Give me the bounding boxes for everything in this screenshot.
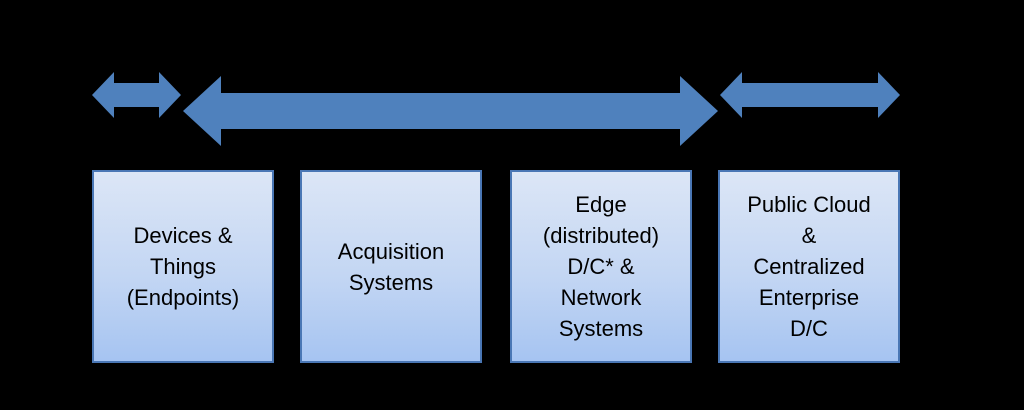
- box-public-cloud-enterprise-dc: Public Cloud & Centralized Enterprise D/…: [718, 170, 900, 363]
- long-double-arrow-icon: [183, 76, 718, 146]
- box-devices-things-label: Devices & Things (Endpoints): [126, 223, 240, 310]
- box-acquisition-systems: Acquisition Systems: [300, 170, 482, 363]
- box-acquisition-systems-label: Acquisition Systems: [337, 238, 445, 295]
- box-edge-dc-network-label: Edge (distributed) D/C* & Network System…: [542, 192, 660, 341]
- short-double-arrow-left-icon: [92, 72, 181, 118]
- box-public-cloud-enterprise-dc-label: Public Cloud & Centralized Enterprise D/…: [747, 192, 871, 341]
- arrows-layer: [92, 72, 900, 146]
- box-edge-dc-network: Edge (distributed) D/C* & Network System…: [510, 170, 692, 363]
- short-double-arrow-right-icon: [720, 72, 900, 118]
- box-devices-things: Devices & Things (Endpoints): [92, 170, 274, 363]
